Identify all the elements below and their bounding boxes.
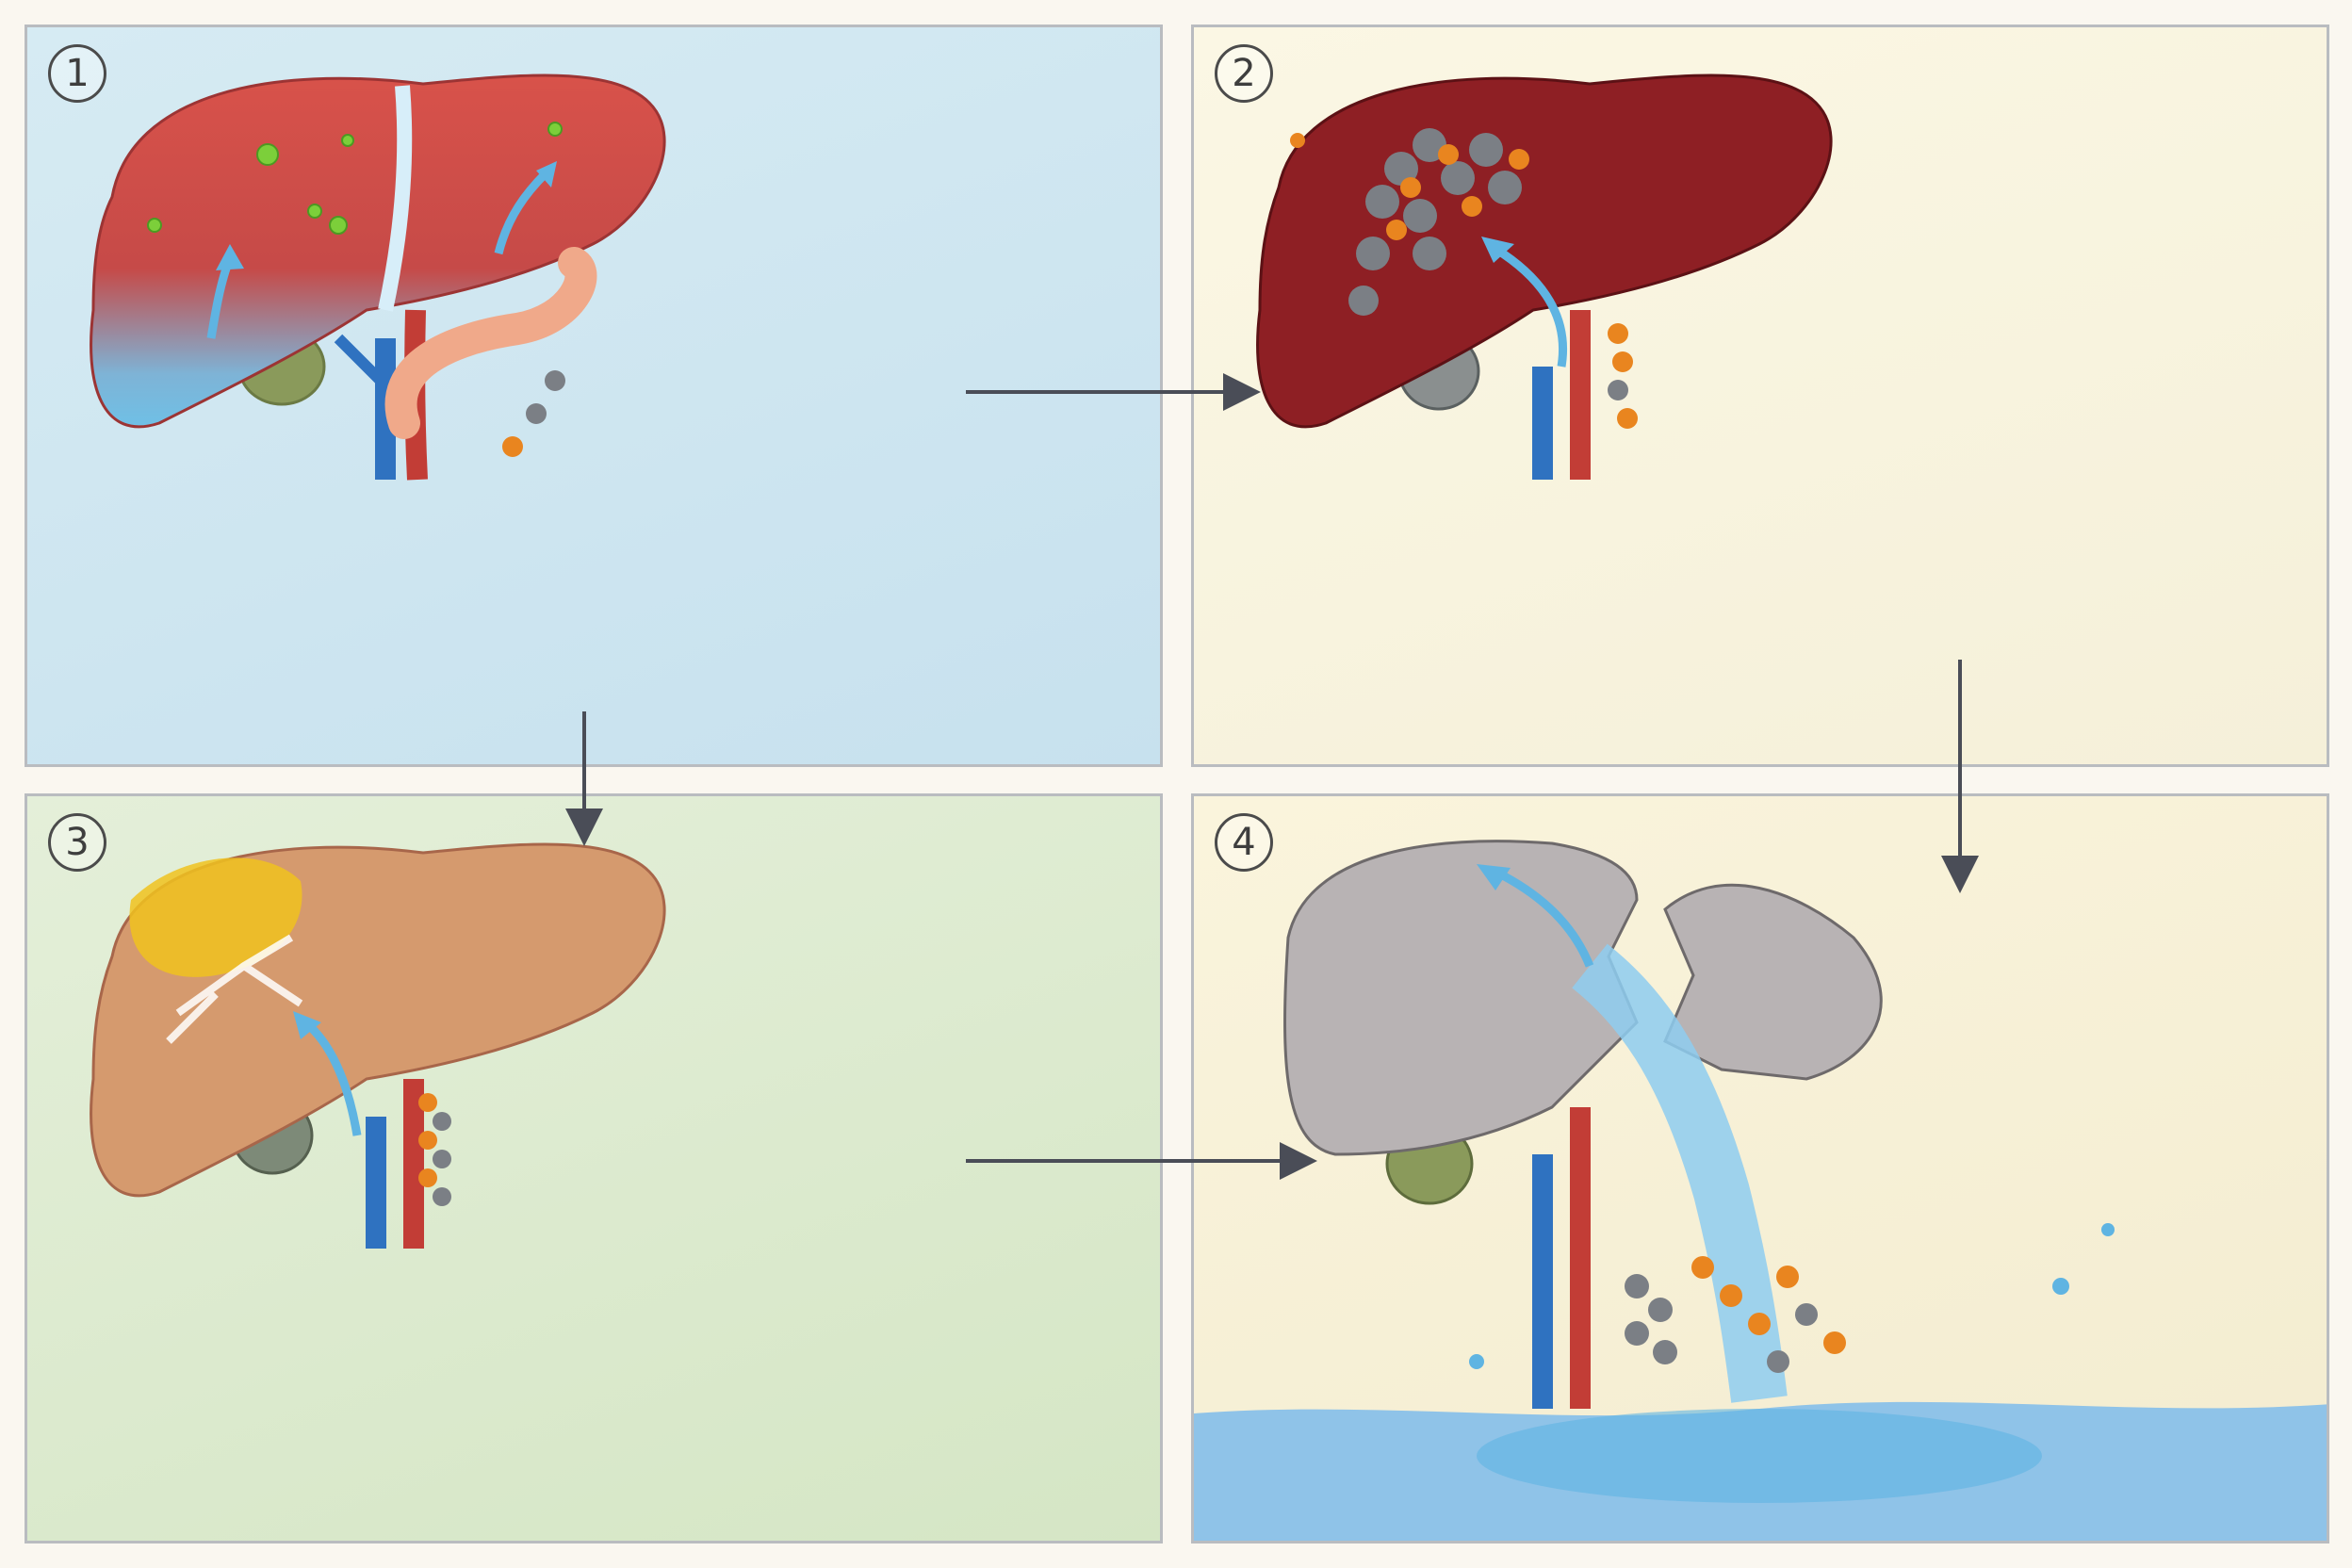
liver-left-fragment bbox=[1283, 840, 1639, 1156]
panel-stage-2: 2 bbox=[1191, 24, 2329, 767]
liver-right-fragment bbox=[1663, 883, 1883, 1081]
step-number-1: 1 bbox=[48, 44, 106, 103]
panel-stage-4: 4 bbox=[1191, 793, 2329, 1544]
step-number-3: 3 bbox=[48, 813, 106, 872]
cracked-stone-liver-illustration bbox=[1194, 840, 2327, 1541]
fatty-fibrotic-liver-illustration bbox=[90, 842, 666, 1249]
step-number-2: 2 bbox=[1215, 44, 1273, 103]
step-number-4: 4 bbox=[1215, 813, 1273, 872]
healthy-liver-illustration bbox=[90, 74, 666, 481]
panel-stage-3: 3 bbox=[24, 793, 1163, 1544]
liver-shape bbox=[90, 74, 666, 429]
particle-cluster bbox=[1290, 128, 1529, 316]
particle-cluster bbox=[1625, 1256, 1846, 1373]
inflamed-liver-illustration bbox=[1256, 74, 1833, 480]
panel-stage-1: 1 bbox=[24, 24, 1163, 767]
